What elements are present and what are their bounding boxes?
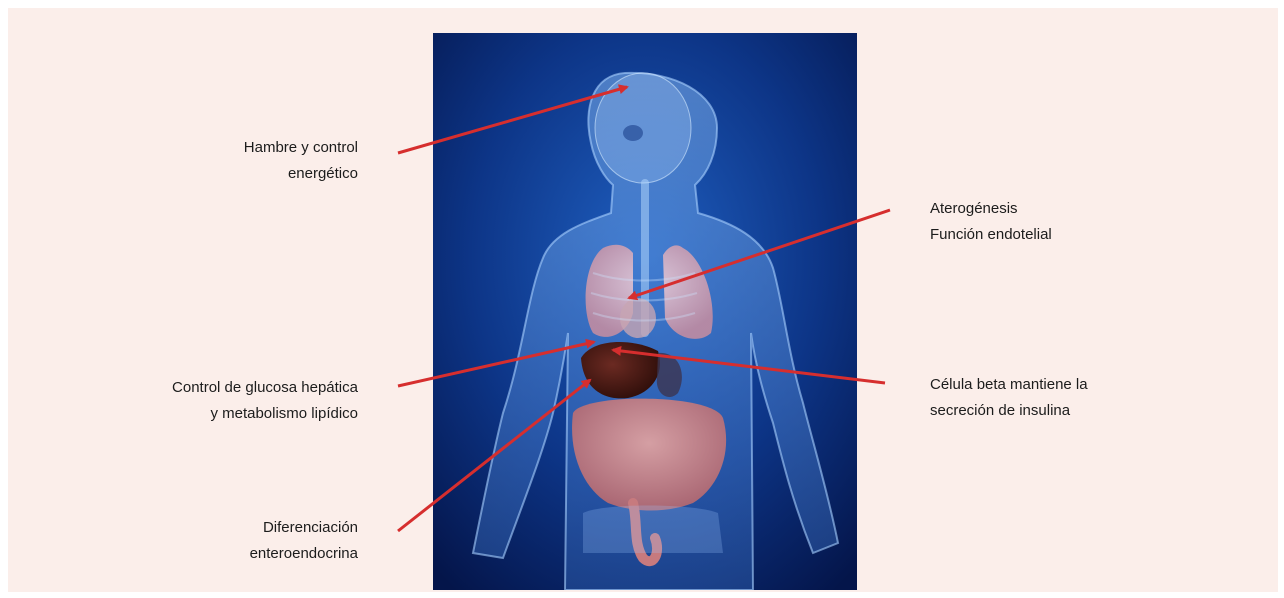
label-liver-line2: y metabolismo lipídico: [172, 401, 358, 427]
label-beta-cell: Célula beta mantiene la secreción de ins…: [930, 372, 1088, 424]
label-hunger-line2: energético: [244, 161, 358, 187]
label-beta-cell-line1: Célula beta mantiene la: [930, 372, 1088, 398]
label-liver-line1: Control de glucosa hepática: [172, 375, 358, 401]
label-entero-line1: Diferenciación: [250, 515, 358, 541]
human-body-illustration: [433, 33, 857, 590]
label-atherogenesis-line1: Aterogénesis: [930, 196, 1052, 222]
label-atherogenesis: Aterogénesis Función endotelial: [930, 196, 1052, 248]
human-body-svg: [433, 33, 857, 590]
label-entero-line2: enteroendocrina: [250, 541, 358, 567]
label-hunger: Hambre y control energético: [244, 135, 358, 187]
label-beta-cell-line2: secreción de insulina: [930, 398, 1088, 424]
label-atherogenesis-line2: Función endotelial: [930, 222, 1052, 248]
label-hunger-line1: Hambre y control: [244, 135, 358, 161]
label-entero: Diferenciación enteroendocrina: [250, 515, 358, 567]
heart: [620, 298, 656, 338]
label-liver: Control de glucosa hepática y metabolism…: [172, 375, 358, 427]
